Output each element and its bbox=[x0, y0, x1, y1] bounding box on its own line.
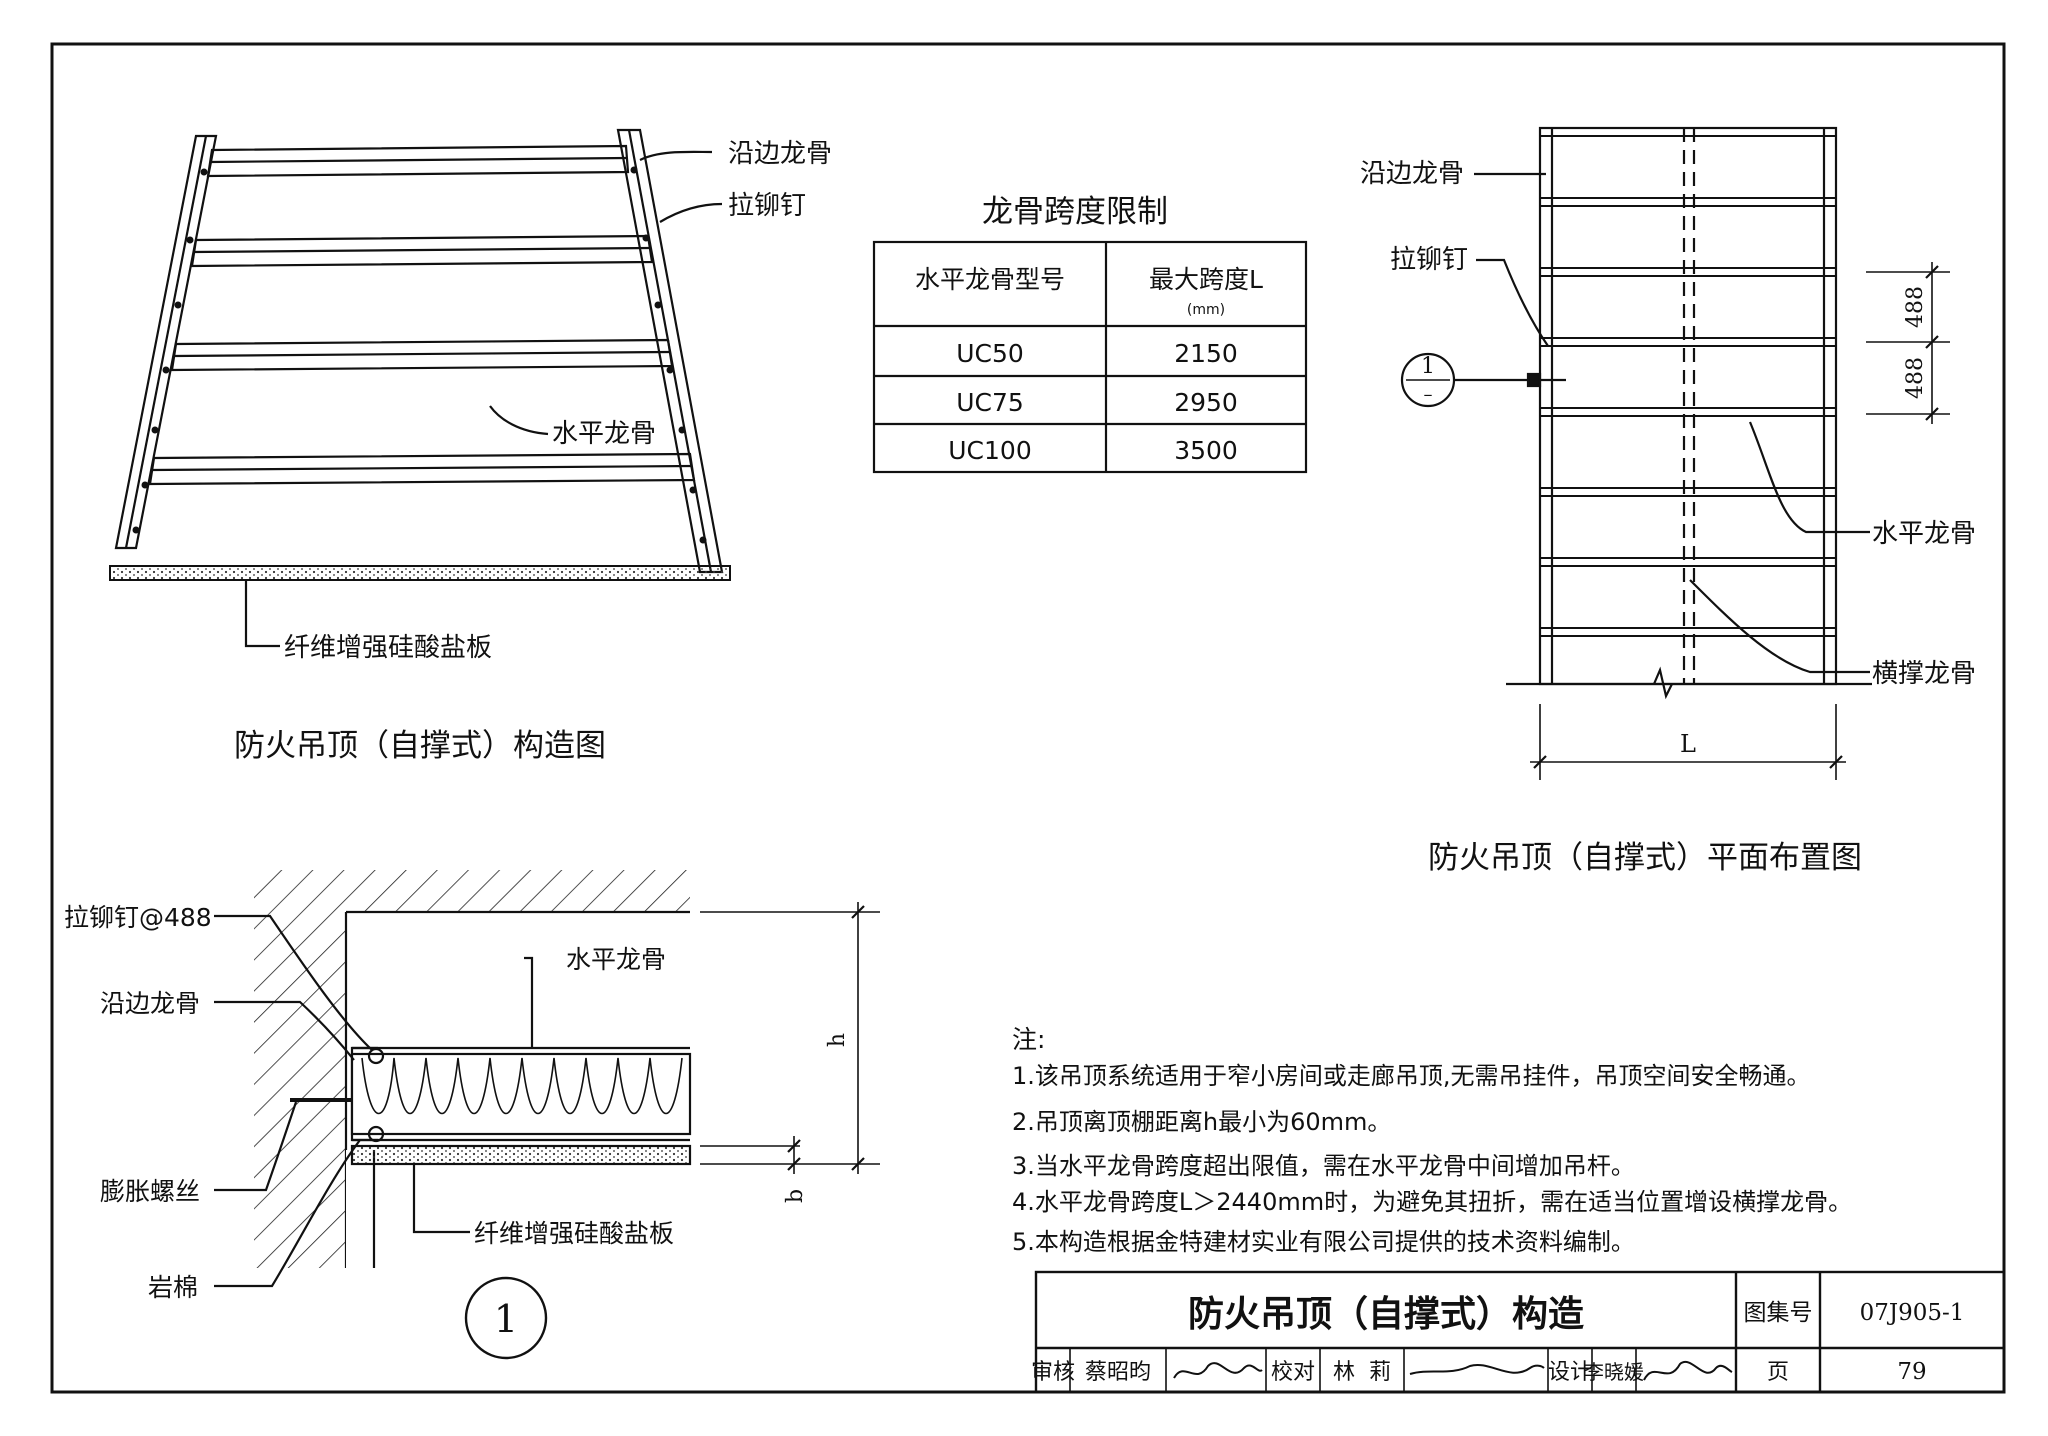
plan-section-sub: – bbox=[1424, 384, 1433, 405]
table-row-span: 2150 bbox=[1174, 339, 1238, 368]
note-item: 1.该吊顶系统适用于窄小房间或走廊吊顶,无需吊挂件，吊顶空间安全畅通。 bbox=[1012, 1062, 1811, 1090]
note-item: 5.本构造根据金特建材实业有限公司提供的技术资料编制。 bbox=[1012, 1228, 1635, 1256]
check-label: 校对 bbox=[1271, 1360, 1315, 1385]
table-row-model: UC50 bbox=[956, 339, 1024, 368]
plan-label-rivet: 拉铆钉 bbox=[1390, 245, 1468, 275]
note-item: 2.吊顶离顶棚距离h最小为60mm。 bbox=[1012, 1108, 1391, 1136]
plan-section-num: 1 bbox=[1421, 354, 1435, 379]
plan-diagram bbox=[1454, 126, 1950, 780]
table-row-model: UC75 bbox=[956, 388, 1024, 417]
persp-label-horizontal: 水平龙骨 bbox=[552, 419, 656, 449]
design-label: 设计 bbox=[1548, 1360, 1592, 1385]
plan-label-horizontal: 水平龙骨 bbox=[1872, 519, 1976, 549]
page-label: 页 bbox=[1767, 1360, 1789, 1385]
page-number: 79 bbox=[1897, 1359, 1926, 1385]
plan-dim-488: 488 bbox=[1903, 357, 1928, 399]
note-item: 4.水平龙骨跨度L＞2440mm时，为避免其扭折，需在适当位置增设横撑龙骨。 bbox=[1012, 1188, 1852, 1216]
note-item: 3.当水平龙骨跨度超出限值，需在水平龙骨中间增加吊杆。 bbox=[1012, 1152, 1635, 1180]
atlas-label: 图集号 bbox=[1744, 1300, 1813, 1326]
section-label-wool: 岩棉 bbox=[148, 1273, 198, 1302]
persp-label-rivet: 拉铆钉 bbox=[728, 191, 806, 221]
atlas-number: 07J905-1 bbox=[1860, 1300, 1965, 1326]
section-label-edge: 沿边龙骨 bbox=[100, 989, 200, 1018]
section-label-bolt: 膨胀螺丝 bbox=[100, 1177, 200, 1206]
table-col2-header: 最大跨度L bbox=[1149, 265, 1263, 294]
plan-section-marker bbox=[1400, 352, 1456, 408]
perspective-caption: 防火吊顶（自撑式）构造图 bbox=[234, 728, 606, 764]
persp-label-board: 纤维增强硅酸盐板 bbox=[284, 633, 492, 663]
plan-label-edge: 沿边龙骨 bbox=[1360, 159, 1464, 189]
section-detail bbox=[214, 870, 880, 1288]
section-dim-b: b bbox=[783, 1189, 808, 1203]
plan-caption: 防火吊顶（自撑式）平面布置图 bbox=[1428, 840, 1862, 876]
section-number-circle bbox=[464, 1276, 548, 1360]
plan-dim-488: 488 bbox=[1903, 286, 1928, 328]
plan-label-brace: 横撑龙骨 bbox=[1872, 659, 1976, 689]
table-row-model: UC100 bbox=[948, 436, 1031, 465]
reviewer-name: 蔡昭昀 bbox=[1085, 1360, 1151, 1385]
persp-label-edge: 沿边龙骨 bbox=[728, 139, 832, 169]
section-label-horizontal: 水平龙骨 bbox=[566, 945, 666, 974]
table-row-span: 3500 bbox=[1174, 436, 1238, 465]
span-table bbox=[872, 240, 1308, 474]
section-number: 1 bbox=[494, 1297, 518, 1341]
title-block-title: 防火吊顶（自撑式）构造 bbox=[1188, 1294, 1584, 1335]
review-label: 审核 bbox=[1031, 1360, 1075, 1385]
sheet-border bbox=[50, 42, 2006, 1394]
notes-heading: 注: bbox=[1012, 1025, 1045, 1054]
table-row-span: 2950 bbox=[1174, 388, 1238, 417]
section-label-rivet: 拉铆钉@488 bbox=[64, 903, 212, 932]
designer-name: 李晓媛 bbox=[1584, 1360, 1644, 1384]
section-dim-h: h bbox=[825, 1033, 850, 1047]
perspective-diagram bbox=[109, 128, 731, 648]
table-col2-unit: (mm) bbox=[1187, 302, 1225, 318]
checker-name: 林 莉 bbox=[1333, 1360, 1391, 1385]
section-label-board: 纤维增强硅酸盐板 bbox=[474, 1219, 674, 1248]
table-title: 龙骨跨度限制 bbox=[982, 194, 1168, 230]
title-block bbox=[1034, 1270, 2006, 1394]
plan-dim-L: L bbox=[1680, 730, 1696, 758]
table-col1-header: 水平龙骨型号 bbox=[915, 265, 1065, 294]
